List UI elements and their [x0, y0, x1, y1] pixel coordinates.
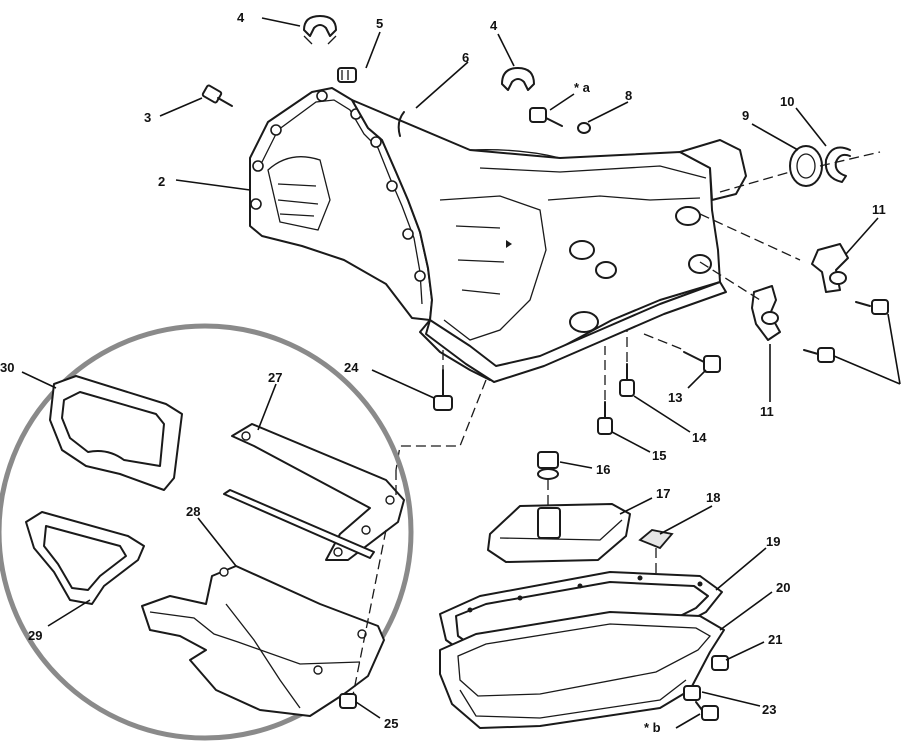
callout-6: 6: [462, 50, 469, 65]
nut-5: [337, 67, 357, 83]
gasket-30: [49, 375, 183, 491]
bolt-21: [711, 655, 729, 671]
callout-5: 5: [376, 16, 383, 31]
bolt-14: [619, 363, 635, 397]
callout-9: 9: [742, 108, 749, 123]
callout-4-left: 4: [237, 10, 245, 25]
nut-25: [339, 693, 357, 709]
lever-11-upper: [811, 243, 849, 293]
callout-13: 13: [668, 390, 682, 405]
callout-17: 17: [656, 486, 670, 501]
callout-27: 27: [268, 370, 282, 385]
callout-11-upper: 11: [872, 202, 886, 217]
seal-6: [397, 111, 405, 137]
callout-labels: 2 3 4 5 6 4 * a 8 9 10 11 11 13 14 15 16…: [0, 10, 886, 735]
deflector-28: [141, 565, 385, 717]
callout-21: 21: [768, 632, 782, 647]
snap-ring-10: [824, 146, 851, 183]
gasket-18: [638, 529, 674, 550]
bolt-b: [695, 701, 719, 721]
filter-17: [487, 503, 631, 563]
callout-23: 23: [762, 702, 776, 717]
callout-a: * a: [574, 80, 591, 95]
bolt-11-right: [855, 299, 889, 315]
callout-b: * b: [644, 720, 661, 735]
callout-4-right: 4: [490, 18, 498, 33]
callout-18: 18: [706, 490, 720, 505]
bolt-23: [683, 685, 701, 701]
callout-30: 30: [0, 360, 14, 375]
callout-24: 24: [344, 360, 359, 375]
callout-10: 10: [780, 94, 794, 109]
callout-28: 28: [186, 504, 200, 519]
clip-4-left: [303, 15, 337, 45]
magnified-inset: [0, 323, 414, 741]
bolt-11-left: [803, 347, 835, 363]
callout-14: 14: [692, 430, 707, 445]
callout-19: 19: [766, 534, 780, 549]
bolt-3: [201, 84, 233, 107]
callout-16: 16: [596, 462, 610, 477]
callout-20: 20: [776, 580, 790, 595]
callout-11-lower: 11: [760, 404, 774, 419]
gasket-29: [25, 511, 145, 605]
callout-25: 25: [384, 716, 398, 731]
leader-lines: [21, 17, 879, 729]
lever-11-lower: [751, 285, 781, 341]
bolt-15: [597, 401, 613, 435]
bolt-13: [683, 351, 721, 373]
callout-15: 15: [652, 448, 666, 463]
clip-4-right: [501, 67, 535, 91]
bolt-24: [433, 369, 453, 411]
transmission-case: [249, 87, 747, 383]
seal-9: [789, 145, 823, 187]
oring-8: [577, 122, 591, 134]
callout-3: 3: [144, 110, 151, 125]
callout-2: 2: [158, 174, 165, 189]
callout-8: 8: [625, 88, 632, 103]
gasket-27: [223, 423, 405, 561]
seal-16: [537, 451, 559, 480]
callout-29: 29: [28, 628, 42, 643]
bolt-a: [529, 107, 563, 127]
